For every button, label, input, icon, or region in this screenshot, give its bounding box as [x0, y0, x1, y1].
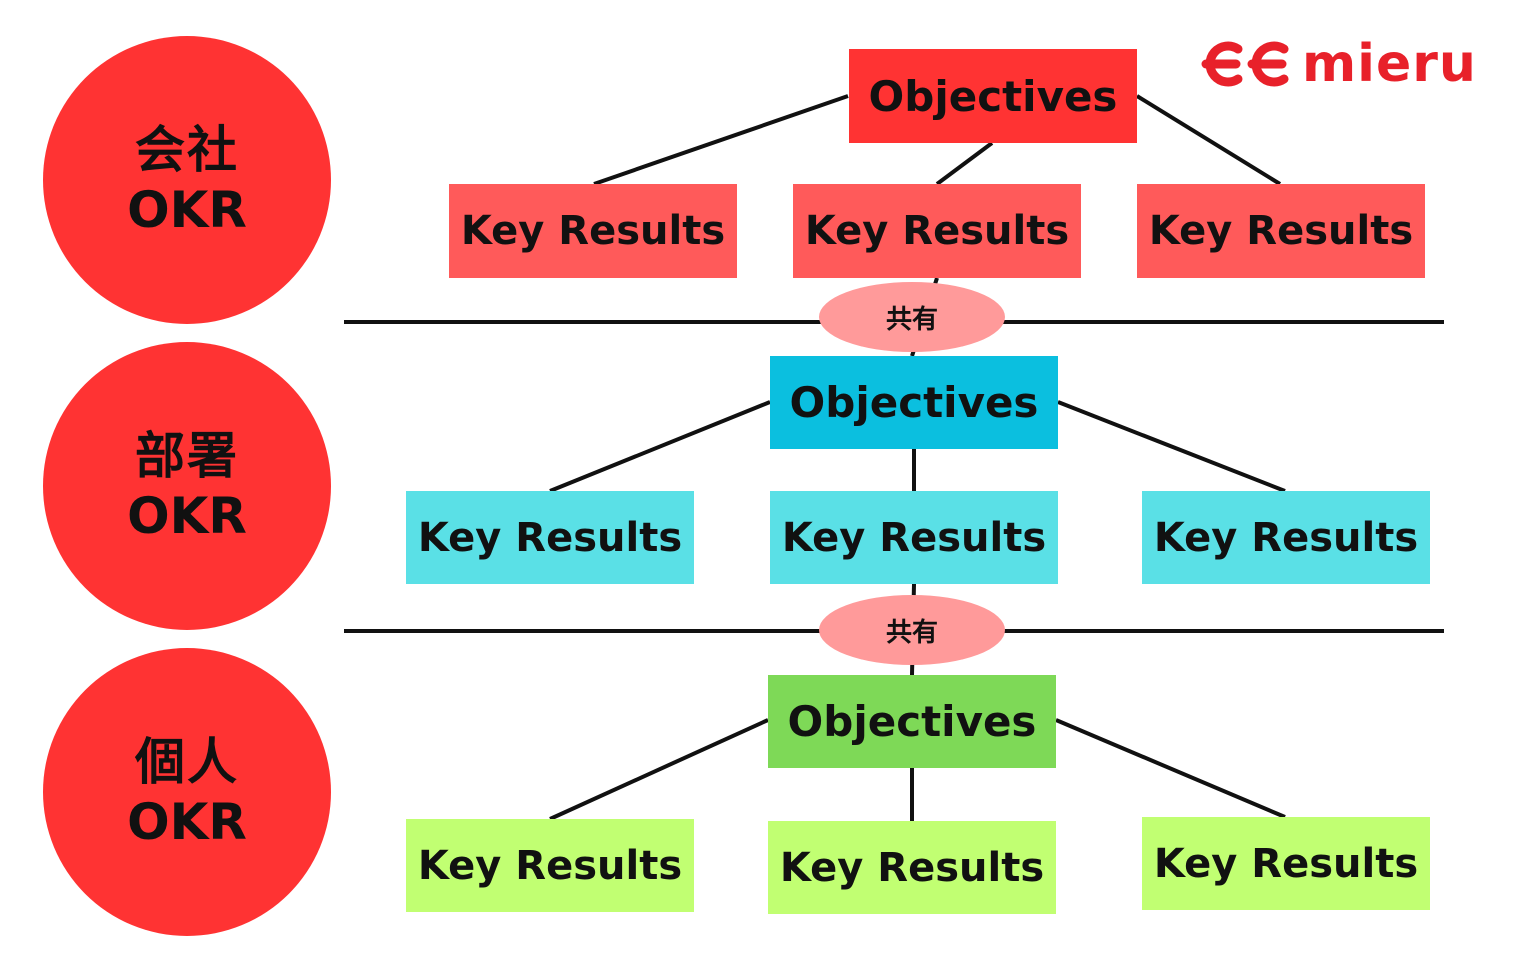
level-label-en: OKR	[127, 181, 247, 239]
level-circle-company: 会社 OKR	[43, 36, 331, 324]
level-circle-department: 部署 OKR	[43, 342, 331, 630]
personal-objectives-box: Objectives	[768, 675, 1056, 768]
company-key-results-box: Key Results	[449, 184, 737, 278]
company-key-results-box: Key Results	[793, 184, 1081, 278]
connector-company-kr-2	[935, 141, 994, 186]
connector-company-kr-3	[1135, 94, 1282, 186]
connector-dept-kr-1	[549, 400, 771, 493]
level-label-jp: 会社	[135, 121, 239, 179]
department-key-results-box: Key Results	[1142, 491, 1430, 584]
department-key-results-box: Key Results	[770, 491, 1058, 584]
connector-dept-kr-3	[1057, 400, 1286, 493]
company-objectives-box: Objectives	[849, 49, 1137, 143]
connector-personal-kr-1	[549, 718, 769, 821]
share-badge: 共有	[819, 282, 1005, 352]
mieru-logo: mieru	[1198, 34, 1477, 94]
level-circle-personal: 個人 OKR	[43, 648, 331, 936]
level-label-jp: 個人	[135, 733, 239, 791]
connector-company-kr-1	[593, 94, 849, 186]
mieru-logo-icon	[1201, 41, 1289, 87]
personal-key-results-box: Key Results	[1142, 817, 1430, 910]
department-objectives-box: Objectives	[770, 356, 1058, 449]
connector-personal-kr-3	[1055, 718, 1286, 819]
share-badge: 共有	[819, 595, 1005, 665]
level-label-jp: 部署	[135, 427, 239, 485]
personal-key-results-box: Key Results	[768, 821, 1056, 914]
company-key-results-box: Key Results	[1137, 184, 1425, 278]
mieru-logo-text: mieru	[1302, 34, 1477, 94]
department-key-results-box: Key Results	[406, 491, 694, 584]
level-label-en: OKR	[127, 487, 247, 545]
personal-key-results-box: Key Results	[406, 819, 694, 912]
level-label-en: OKR	[127, 793, 247, 851]
